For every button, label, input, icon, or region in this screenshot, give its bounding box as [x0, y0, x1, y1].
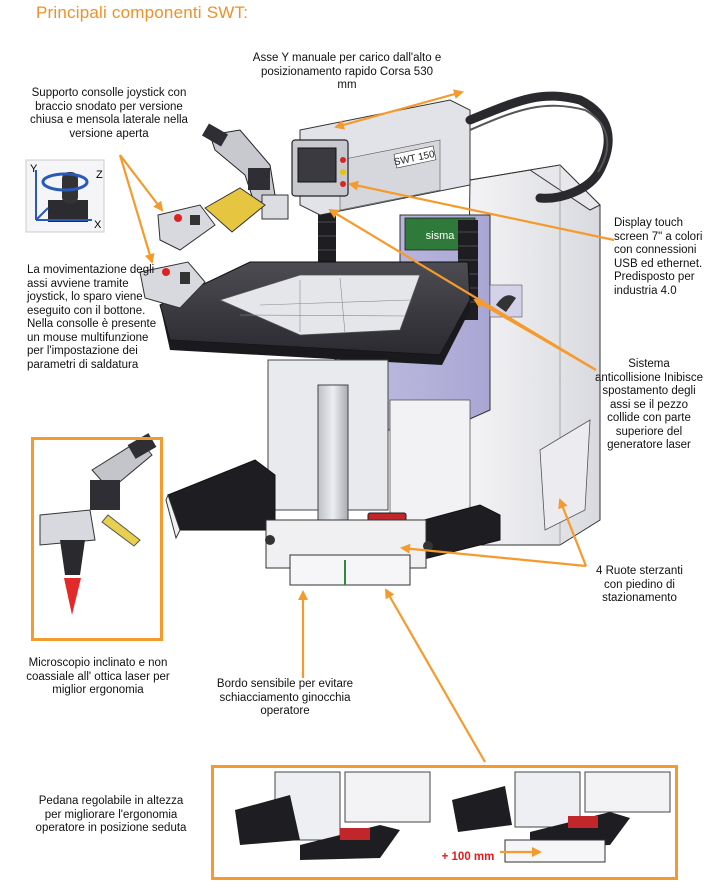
label-bordo: Bordo sensibile per evitare schiacciamen… — [216, 678, 354, 717]
arrow-pedana — [385, 588, 486, 763]
arrow-support-1 — [119, 154, 164, 212]
arrow-support-2 — [118, 154, 155, 264]
page-title: Principali componenti SWT: — [36, 3, 249, 22]
label-supporto: Supporto consolle joystick con braccio s… — [30, 87, 188, 140]
joystick-photo — [25, 159, 105, 233]
arrow-wheels-1 — [558, 498, 588, 567]
arrow-y-axis — [334, 89, 464, 130]
brand-plate: sisma — [426, 230, 456, 242]
axis-z-label: Z — [96, 169, 103, 181]
sensitive-edge — [289, 554, 411, 586]
brand-logo-icon — [496, 295, 516, 312]
label-pedana: Pedana regolabile in altezza per miglior… — [35, 795, 187, 834]
label-microscopio: Microscopio inclinato e non coassiale al… — [26, 657, 170, 696]
arrow-anticollision-2 — [473, 298, 597, 371]
axis-y-label: Y — [30, 163, 38, 175]
label-anticollisione: Sistema anticollisione Inibisce spostame… — [594, 358, 704, 451]
label-ruote: 4 Ruote sterzanti con piedino di stazion… — [596, 565, 683, 604]
label-movimentazione: La movimentazione degli assi avviene tra… — [27, 264, 157, 371]
cable-bundle — [465, 91, 613, 203]
label-display: Display touch screen 7" a colori con con… — [614, 217, 703, 297]
arrow-display — [348, 180, 615, 242]
arrow-wheels-2 — [400, 543, 587, 568]
console-screen-panel — [204, 187, 266, 233]
label-asse-y: Asse Y manuale per carico dall'alto e po… — [252, 52, 442, 91]
pedestal-right-drawing — [452, 771, 671, 863]
joystick-console-upper — [157, 204, 216, 251]
pedestal-left-drawing — [235, 771, 431, 860]
axis-x-label: X — [94, 219, 102, 231]
microscope-inset-frame — [31, 437, 163, 641]
plus-100-label: + 100 mm — [442, 851, 495, 863]
footrest-left — [167, 459, 276, 531]
pedana-inset-frame — [211, 765, 678, 880]
microscope-inset-drawing — [39, 433, 157, 615]
